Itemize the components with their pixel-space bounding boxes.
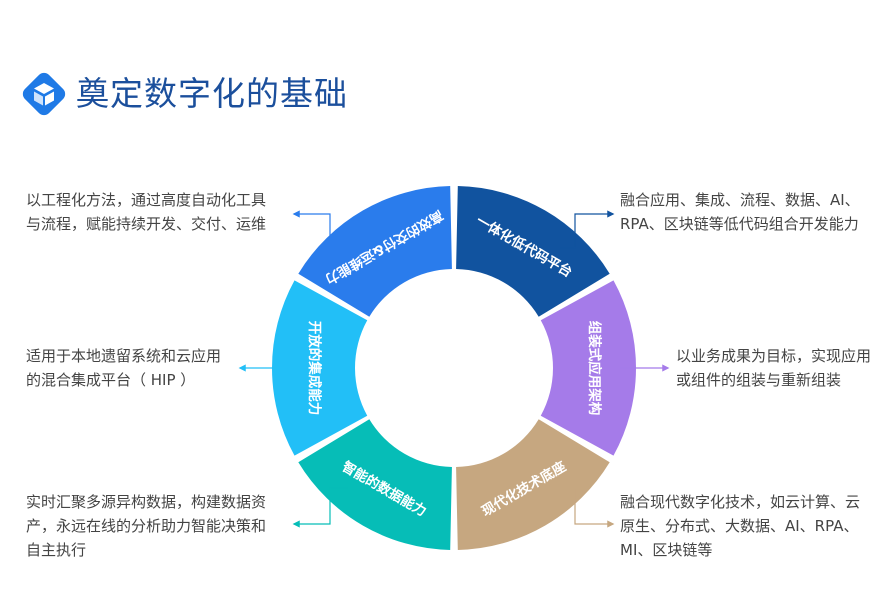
desc-composable-architecture: 以业务成果为目标，实现应用 或组件的组装与重新组装: [676, 344, 871, 392]
desc-line: 融合现代数字化技术，如云计算、云: [620, 493, 861, 511]
page-title: 奠定数字化的基础: [76, 74, 348, 113]
connector-arrow-lowcode-platform: [560, 210, 615, 249]
desc-intelligent-data: 实时汇聚多源异构数据，构建数据资 产，永远在线的分析助力智能决策和 自主执行: [26, 490, 266, 562]
desc-delivery-ops: 以工程化方法，通过高度自动化工具 与流程，赋能持续开发、交付、运维: [26, 188, 266, 236]
desc-line: 自主执行: [26, 541, 87, 559]
desc-line: 原生、分布式、大数据、AI、RPA、: [620, 517, 859, 535]
segment-label-composable-architecture: 组装式应用架构: [586, 321, 603, 416]
desc-line: 实时汇聚多源异构数据，构建数据资: [26, 493, 267, 511]
connector-arrow-delivery-ops: [292, 210, 348, 249]
desc-line: 以业务成果为目标，实现应用: [676, 347, 872, 365]
ring-segment-modern-tech-base: [456, 419, 610, 550]
desc-line: RPA、区块链等低代码组合开发能力: [620, 215, 859, 233]
connector-arrow-modern-tech-base: [560, 487, 615, 528]
ring-segment-lowcode-platform: [456, 186, 610, 317]
desc-line: MI、区块链等: [620, 541, 713, 559]
desc-open-integration: 适用于本地遗留系统和云应用 的混合集成平台（ HIP ）: [26, 344, 221, 392]
desc-line: 以工程化方法，通过高度自动化工具: [26, 191, 267, 209]
cube-logo-icon: [22, 72, 66, 116]
connector-arrow-intelligent-data: [292, 487, 348, 528]
ring-segment-composable-architecture: [540, 280, 636, 456]
desc-line: 产，永远在线的分析助力智能决策和: [26, 517, 267, 535]
ring-segment-intelligent-data: [298, 419, 452, 550]
ring-segment-delivery-ops: [298, 186, 452, 317]
desc-line: 与流程，赋能持续开发、交付、运维: [26, 215, 267, 233]
desc-line: 或组件的组装与重新组装: [676, 371, 842, 389]
ring-segment-open-integration: [271, 280, 368, 456]
desc-line: 融合应用、集成、流程、数据、AI、: [620, 191, 860, 209]
title-row: 奠定数字化的基础: [22, 72, 348, 116]
segment-label-open-integration: 开放的集成能力: [306, 321, 323, 416]
desc-line: 的混合集成平台（ HIP ）: [26, 371, 196, 389]
desc-lowcode-platform: 融合应用、集成、流程、数据、AI、 RPA、区块链等低代码组合开发能力: [620, 188, 860, 236]
desc-line: 适用于本地遗留系统和云应用: [26, 347, 222, 365]
desc-modern-tech-base: 融合现代数字化技术，如云计算、云 原生、分布式、大数据、AI、RPA、 MI、区…: [620, 490, 860, 562]
